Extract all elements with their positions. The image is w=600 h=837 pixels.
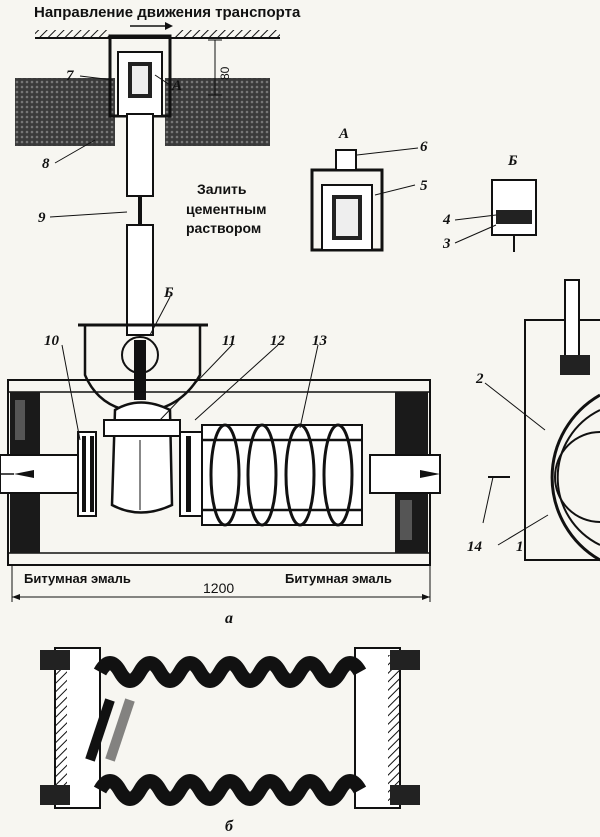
part-5: 5 bbox=[420, 178, 428, 194]
detail-b bbox=[491, 179, 537, 252]
direction-label: Направление движения транспорта bbox=[34, 4, 301, 21]
main-pipe bbox=[0, 454, 441, 494]
view-label-a: А bbox=[171, 78, 182, 94]
valve-carpet bbox=[108, 34, 172, 118]
part-14: 14 bbox=[467, 539, 483, 555]
pour-label-line2: цементным bbox=[186, 201, 266, 217]
part-11: 11 bbox=[222, 333, 236, 349]
view-label-b: Б bbox=[163, 285, 174, 301]
flange-10 bbox=[77, 431, 97, 517]
part-10: 10 bbox=[44, 333, 60, 349]
leader-lines bbox=[49, 74, 549, 546]
flange-12 bbox=[179, 431, 203, 517]
enamel-label-left: Битумная эмаль bbox=[24, 571, 131, 586]
part-8: 8 bbox=[42, 156, 50, 172]
length-dimension bbox=[11, 565, 431, 602]
figure-a-caption: а bbox=[225, 610, 233, 627]
pour-label-line3: раствором bbox=[186, 220, 261, 236]
part-3: 3 bbox=[442, 236, 451, 252]
compensator bbox=[201, 423, 363, 527]
depth-label: 80 bbox=[218, 66, 232, 80]
figure-b-caption: б bbox=[225, 818, 234, 835]
detail-a bbox=[310, 149, 384, 252]
funnel-box bbox=[78, 323, 208, 414]
detail-a-title: А bbox=[338, 126, 349, 142]
extension-rod bbox=[126, 113, 154, 336]
part-12: 12 bbox=[270, 333, 286, 349]
enamel-label-right: Битумная эмаль bbox=[285, 571, 392, 586]
ground-surface bbox=[35, 30, 280, 39]
part-4: 4 bbox=[442, 212, 451, 228]
detail-b-title: Б bbox=[507, 153, 518, 169]
part-6: 6 bbox=[420, 139, 428, 155]
side-section bbox=[488, 279, 600, 562]
part-1: 1 bbox=[516, 539, 524, 555]
length-label: 1200 bbox=[203, 580, 234, 596]
pour-label-line1: Залить bbox=[197, 181, 247, 197]
bellows-compensator bbox=[40, 647, 420, 809]
part-9: 9 bbox=[38, 210, 46, 226]
direction-arrow bbox=[130, 22, 173, 30]
part-13: 13 bbox=[312, 333, 328, 349]
road-slab bbox=[15, 78, 270, 146]
depth-dimension bbox=[208, 39, 222, 96]
gate-valve bbox=[103, 401, 181, 514]
part-7: 7 bbox=[66, 68, 74, 84]
part-2: 2 bbox=[475, 371, 484, 387]
